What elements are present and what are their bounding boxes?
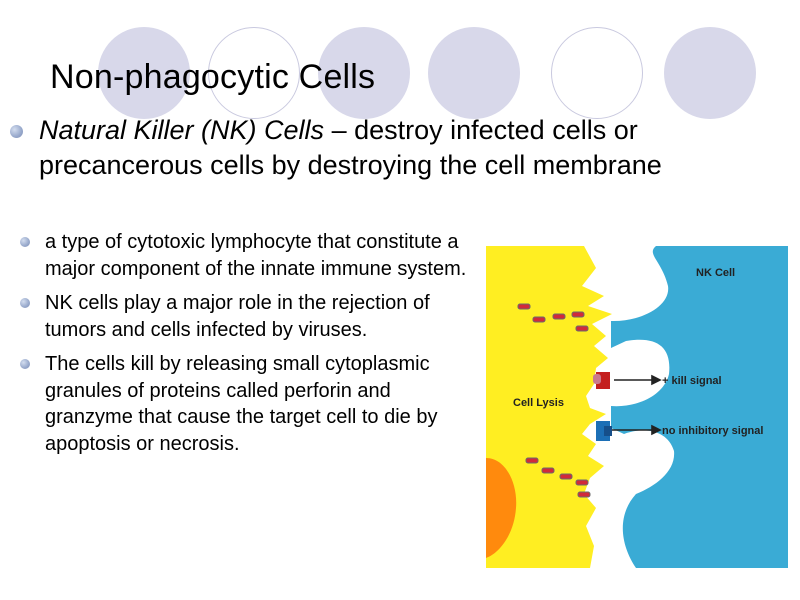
main-bullet: Natural Killer (NK) Cells – destroy infe… <box>10 113 770 183</box>
inhibitory-signal-arrowhead <box>651 424 662 436</box>
sub-bullet-text: The cells kill by releasing small cytopl… <box>45 353 438 455</box>
inhibitory-receptor-base <box>604 426 612 436</box>
bullet-icon <box>10 125 23 138</box>
nk-cell-label: NK Cell <box>696 267 735 279</box>
decor-circle-4 <box>428 27 520 119</box>
no-inhibitory-signal-label: no inhibitory signal <box>662 425 763 437</box>
ligand-marker <box>593 374 601 384</box>
sub-bullet-list: a type of cytotoxic lymphocyte that cons… <box>20 229 470 465</box>
slide-title: Non-phagocytic Cells <box>50 58 376 96</box>
decor-circle-6 <box>664 27 756 119</box>
bullet-icon <box>20 359 30 369</box>
sub-bullet: The cells kill by releasing small cytopl… <box>20 351 470 457</box>
main-bullet-description: – destroy infected cells or precancerous… <box>39 115 662 180</box>
granules <box>517 303 591 498</box>
cell-lysis-label: Cell Lysis <box>513 397 564 409</box>
main-bullet-text: Natural Killer (NK) Cells – destroy infe… <box>39 113 770 183</box>
decor-circle-1 <box>98 27 190 119</box>
sub-bullet-text: NK cells play a major role in the reject… <box>45 292 430 341</box>
sub-bullet: a type of cytotoxic lymphocyte that cons… <box>20 229 470 282</box>
nk-cell-body <box>611 246 788 568</box>
bullet-icon <box>20 298 30 308</box>
main-bullet-term: Natural Killer (NK) Cells <box>39 115 325 145</box>
bullet-icon <box>20 237 30 247</box>
target-cell-nucleus <box>486 458 517 558</box>
nk-cell-diagram: NK Cell Cell Lysis + kill signal no inhi… <box>486 246 788 568</box>
kill-signal-label: + kill signal <box>662 375 722 387</box>
kill-signal-arrowhead <box>651 374 662 386</box>
sub-bullet-text: a type of cytotoxic lymphocyte that cons… <box>45 231 467 280</box>
decor-circle-2 <box>208 27 300 119</box>
decor-circle-5 <box>551 27 643 119</box>
sub-bullet: NK cells play a major role in the reject… <box>20 290 470 343</box>
decor-circle-3 <box>318 27 410 119</box>
nk-cell-diagram-svg: NK Cell Cell Lysis + kill signal no inhi… <box>486 246 788 568</box>
